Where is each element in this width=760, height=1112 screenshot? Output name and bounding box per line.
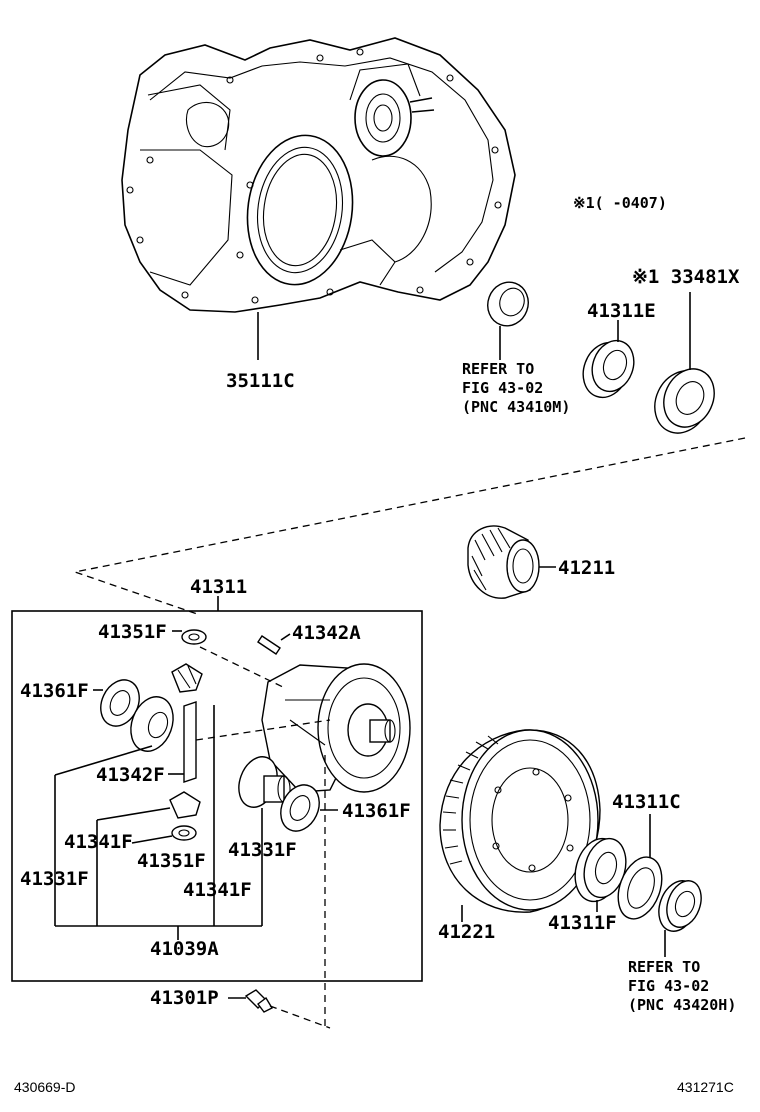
pinion-bottom-drawing <box>169 791 201 819</box>
label-washer-left: 41361F <box>20 680 89 702</box>
label-pinion-right: 41341F <box>183 879 252 901</box>
washer-41361f-right-drawing <box>280 784 320 832</box>
pinion-top-drawing <box>171 663 203 693</box>
label-bearing-cup-41311e: 41311E <box>587 300 656 322</box>
label-diff-case: 41311 <box>190 576 248 598</box>
label-ring-gear: 41221 <box>438 921 496 943</box>
side-gear-left-drawing <box>130 696 174 752</box>
shaft-41342f-drawing <box>183 701 197 783</box>
label-pin: 41342A <box>292 622 361 644</box>
pinion-gear-41211-drawing <box>467 525 556 599</box>
label-refer-top-line3: (PNC 43410M) <box>462 398 571 416</box>
footer-code-left: 430669-D <box>14 1079 76 1095</box>
oil-seal-left-drawing <box>487 281 529 360</box>
bearing-cone-41311f-drawing <box>574 837 627 903</box>
side-gear-right-drawing <box>238 756 291 808</box>
bearing-cup-41311c-drawing <box>617 856 663 920</box>
label-bearing-cup-41311c: 41311C <box>612 791 681 813</box>
label-thrust-washer: 41351F <box>137 850 206 872</box>
label-bolt: 41301P <box>150 987 219 1009</box>
label-side-gear-right: 41331F <box>228 839 297 861</box>
label-kit: 41039A <box>150 938 219 960</box>
kit-bracket-lines <box>54 705 263 940</box>
washer-41351f-bottom-drawing <box>171 825 197 841</box>
bolt-41301p-drawing <box>228 989 273 1013</box>
label-refer-bottom-line3: (PNC 43420H) <box>628 996 737 1014</box>
diff-case-box <box>11 610 423 982</box>
bearing-cup-41311e-drawing <box>582 320 635 399</box>
differential-case-drawing <box>261 663 411 793</box>
label-shaft: 41342F <box>96 764 165 786</box>
label-transaxle-housing: 35111C <box>226 370 295 392</box>
label-bearing-cone-41311f: 41311F <box>548 912 617 934</box>
oil-seal-33481x-drawing <box>654 292 715 434</box>
label-pinion-left: 41341F <box>64 831 133 853</box>
label-refer-bottom-line2: FIG 43-02 <box>628 977 710 995</box>
label-washer-right: 41361F <box>342 800 411 822</box>
label-washer-top: 41351F <box>98 621 167 643</box>
oil-seal-right-drawing <box>658 880 702 932</box>
label-oil-seal-33481x: ※1 33481X <box>632 266 740 288</box>
label-refer-bottom-line1: REFER TO <box>628 958 701 976</box>
pin-41342a-drawing <box>257 635 281 655</box>
transaxle-housing-drawing <box>121 37 516 360</box>
ring-gear-41221-drawing <box>439 729 601 913</box>
label-refer-top-line1: REFER TO <box>462 360 535 378</box>
label-side-gear-left: 41331F <box>20 868 89 890</box>
label-refer-top-line2: FIG 43-02 <box>462 379 544 397</box>
label-pinion-gear: 41211 <box>558 557 616 579</box>
washer-41351f-top-drawing <box>181 629 207 645</box>
footer-code-right: 431271C <box>677 1079 734 1095</box>
label-note-range: ※1( -0407) <box>573 194 667 212</box>
